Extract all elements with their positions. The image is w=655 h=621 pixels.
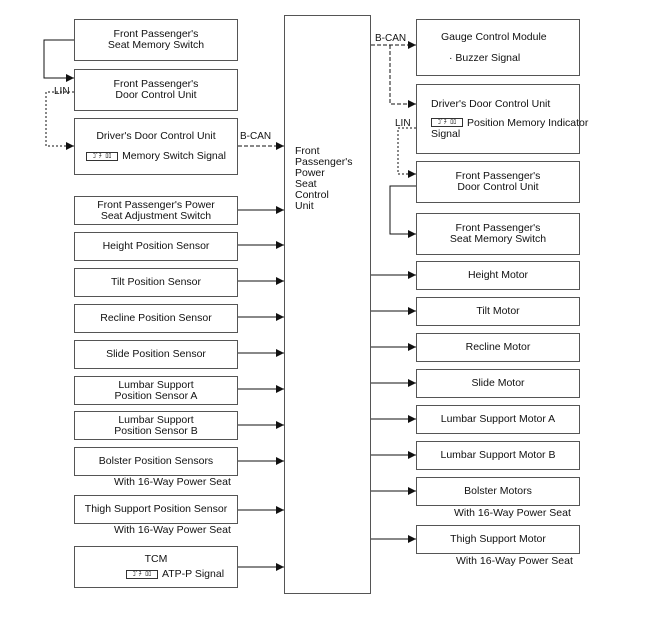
box-line: Front Passenger's [455,222,541,234]
front-passenger-seat-memory-switch: Front Passenger's Seat Memory Switch [74,19,238,61]
thigh-motor-note: With 16-Way Power Seat [456,555,573,567]
atp-p-signal: ATP-P Signal [161,568,225,580]
box-title: Gauge Control Module [441,30,547,43]
lumbar-support-position-sensor-b: Lumbar Support Position Sensor B [74,411,238,440]
memory-indicator-icon: ｺﾞﾁ ﾛﾛ [86,151,119,161]
box-line: Seat Memory Switch [449,233,547,245]
front-passenger-door-control-unit-right: Front Passenger's Door Control Unit [416,161,580,203]
box-line: Seat Memory Switch [107,39,205,51]
control-unit-line: Unit [295,200,314,212]
position-memory-indicator-signal: Position Memory Indicator [467,116,589,129]
lin-right-label: LIN [395,118,411,129]
buzzer-signal: · Buzzer Signal [449,51,521,64]
box-line: Lumbar Support [118,378,194,391]
bolster-sensor-note: With 16-Way Power Seat [114,476,231,488]
control-unit-line: Seat [295,178,317,190]
box-line: Front Passenger's [113,78,199,90]
position-memory-indicator-signal-cont: Signal [431,127,461,140]
box-line: Front Passenger's [113,28,199,40]
box-line: Position Sensor A [114,389,198,402]
thigh-support-motor: Thigh Support Motor [416,525,580,554]
slide-motor: Slide Motor [416,369,580,398]
drivers-door-control-unit-right: Driver's Door Control Unit ｺﾞﾁ ﾛﾛ Positio… [416,84,588,154]
lumbar-support-motor-a: Lumbar Support Motor A [416,405,580,434]
thigh-sensor-note: With 16-Way Power Seat [114,524,231,536]
bolster-motors: Bolster Motors [416,477,580,506]
box-line: Lumbar Support [118,413,194,426]
box-title: TCM [144,553,168,565]
tilt-position-sensor: Tilt Position Sensor [74,268,238,297]
lin-left-label: LIN [54,86,70,97]
slide-position-sensor: Slide Position Sensor [74,340,238,369]
box-line: Position Sensor B [114,424,198,437]
height-position-sensor: Height Position Sensor [74,232,238,261]
height-motor: Height Motor [416,261,580,290]
box-title: Driver's Door Control Unit [431,97,551,110]
gauge-control-module: Gauge Control Module · Buzzer Signal [416,19,580,76]
box-line: Door Control Unit [115,89,197,101]
control-unit-line: Control [295,189,329,201]
lumbar-support-motor-b: Lumbar Support Motor B [416,441,580,470]
front-passenger-door-control-unit: Front Passenger's Door Control Unit [74,69,238,111]
thigh-support-position-sensor: Thigh Support Position Sensor [74,495,238,524]
recline-motor: Recline Motor [416,333,580,362]
memory-switch-signal: Memory Switch Signal [122,150,226,162]
box-line: Front Passenger's [455,170,541,182]
box-line: Front Passenger's Power [97,198,215,211]
power-seat-adjustment-switch: Front Passenger's Power Seat Adjustment … [74,196,238,225]
box-line: Door Control Unit [457,181,539,193]
bolster-position-sensors: Bolster Position Sensors [74,447,238,476]
tilt-motor: Tilt Motor [416,297,580,326]
box-line: Seat Adjustment Switch [100,209,212,222]
control-unit-box [284,15,371,594]
control-unit-line: Passenger's [295,156,353,168]
recline-position-sensor: Recline Position Sensor [74,304,238,333]
bcan-right-label: B-CAN [375,33,407,44]
box-title: Driver's Door Control Unit [96,130,216,142]
lumbar-support-position-sensor-a: Lumbar Support Position Sensor A [74,376,238,405]
control-unit-label: Front Passenger's Power Seat Control Uni… [295,146,365,212]
control-unit-line: Front [295,145,320,157]
atp-indicator-icon: ｺﾞﾁ ﾛﾛ [125,569,158,579]
front-passenger-seat-memory-switch-right: Front Passenger's Seat Memory Switch [416,213,580,255]
position-memory-indicator-icon: ｺﾞﾁ ﾛﾛ [431,118,463,128]
control-unit-line: Power [295,167,325,179]
bcan-left-label: B-CAN [240,131,272,142]
bolster-motor-note: With 16-Way Power Seat [454,507,571,519]
